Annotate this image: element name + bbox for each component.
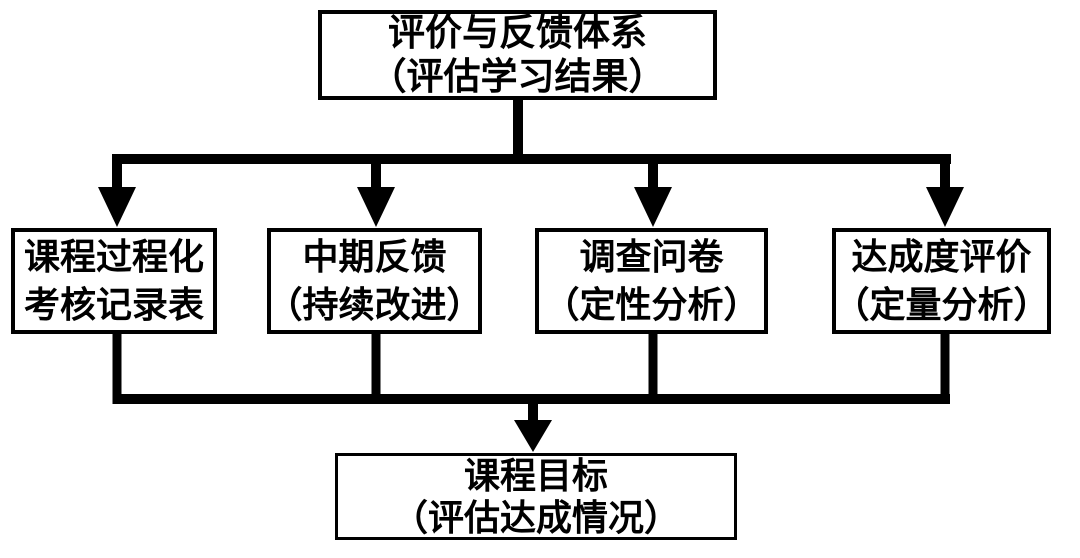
node-label-line1: 中期反馈 [302, 236, 447, 277]
node-label-line2: （评估达成情况） [391, 496, 680, 538]
node-course-objectives: 课程目标 （评估达成情况） [335, 453, 737, 540]
node-process-assessment-record: 课程过程化 考核记录表 [11, 228, 217, 334]
node-evaluation-feedback-system: 评价与反馈体系 （评估学习结果） [318, 10, 717, 100]
node-label-line1: 达成度评价 [851, 236, 1032, 277]
arrowhead-to-bottom [514, 420, 552, 452]
node-label-line1: 调查问卷 [579, 236, 724, 277]
node-label-line1: 课程过程化 [23, 236, 204, 277]
node-label-line1: 课程目标 [463, 454, 608, 496]
node-label-line2: （定性分析） [543, 284, 760, 325]
arrowhead-to-mid4 [926, 187, 964, 227]
node-label-line2: 考核记录表 [23, 284, 204, 325]
node-midterm-feedback: 中期反馈 （持续改进） [266, 228, 483, 334]
node-achievement-evaluation: 达成度评价 （定量分析） [832, 228, 1051, 334]
node-label-line1: 评价与反馈体系 [388, 12, 647, 53]
arrowhead-to-mid3 [634, 187, 672, 227]
node-label-line2: （评估学习结果） [369, 56, 666, 97]
arrowhead-to-mid1 [98, 187, 136, 227]
arrowhead-to-mid2 [357, 187, 395, 227]
node-label-line2: （定量分析） [833, 284, 1050, 325]
node-survey-questionnaire: 调查问卷 （定性分析） [535, 228, 768, 334]
node-label-line2: （持续改进） [266, 284, 483, 325]
